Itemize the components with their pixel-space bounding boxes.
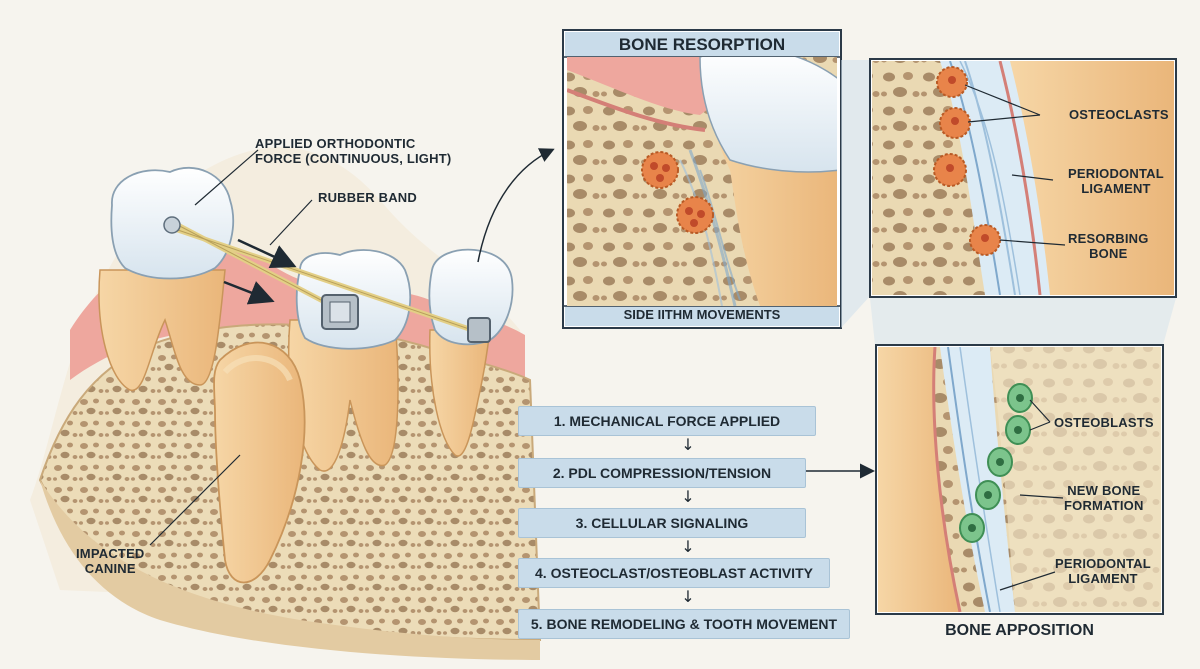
step-arrow-4: ↓ xyxy=(681,587,695,606)
apposition-panel xyxy=(870,298,1176,615)
osteoclast-detail-1 xyxy=(936,66,968,98)
label-pdl-top-line2: LIGAMENT xyxy=(1081,180,1151,196)
apposition-title: BONE APPOSITION xyxy=(945,622,1094,639)
process-step-5: 5. BONE REMODELING & TOOTH MOVEMENT xyxy=(518,609,850,639)
impacted-canine xyxy=(213,341,306,584)
step-arrow-2: ↓ xyxy=(681,487,695,506)
osteoclast-detail-3 xyxy=(933,153,967,187)
osteoblast-cell-4 xyxy=(975,480,1001,510)
leader-applied-force xyxy=(194,149,259,206)
process-step-2: 2. PDL COMPRESSION/TENSION xyxy=(518,458,806,488)
leader-impacted-canine xyxy=(149,454,241,546)
resorption-panel xyxy=(562,29,842,329)
force-arrow-1 xyxy=(237,238,297,268)
step-arrow-3: ↓ xyxy=(681,537,695,556)
leader-to-resorption xyxy=(477,148,555,263)
label-new-bone-line1: NEW BONE xyxy=(1067,483,1141,498)
label-resorbing-line2: BONE xyxy=(1089,245,1128,261)
jaw-illustration xyxy=(30,147,555,660)
label-periodontal-ligament-top: PERIODONTAL LIGAMENT xyxy=(1068,166,1164,197)
label-impacted-canine: IMPACTED CANINE xyxy=(76,546,145,577)
osteoclast-cell-2 xyxy=(676,196,714,234)
osteoblast-cell-2 xyxy=(1005,415,1031,445)
force-arrow-2 xyxy=(223,280,275,305)
molar-attachment xyxy=(163,216,181,234)
label-applied-force-line1: APPLIED ORTHODONTIC xyxy=(255,136,416,151)
label-impacted-line1: IMPACTED xyxy=(76,546,145,561)
resorption-detail-panel xyxy=(841,58,1177,328)
label-resorbing-line1: RESORBING xyxy=(1068,231,1149,246)
label-osteoclasts: OSTEOCLASTS xyxy=(1069,107,1169,122)
front-tooth-root xyxy=(429,329,491,457)
osteoclast-detail-4 xyxy=(969,224,1001,256)
osteoclast-cell-1 xyxy=(641,151,679,189)
label-new-bone-formation: NEW BONE FORMATION xyxy=(1064,483,1144,514)
process-step-1: 1. MECHANICAL FORCE APPLIED xyxy=(518,406,816,436)
osteoblast-cell-3 xyxy=(987,447,1013,477)
resorption-title: BONE RESORPTION xyxy=(618,35,786,54)
step-arrow-1: ↓ xyxy=(681,435,695,454)
label-rubber-band: RUBBER BAND xyxy=(318,190,417,205)
leader-rubber-band xyxy=(269,199,313,246)
bracket-front xyxy=(467,317,491,343)
osteoblast-cell-5 xyxy=(959,513,985,543)
label-osteoblasts: OSTEOBLASTS xyxy=(1054,415,1154,430)
process-step-3: 3. CELLULAR SIGNALING xyxy=(518,508,806,538)
label-pdl-top-line1: PERIODONTAL xyxy=(1068,166,1164,181)
label-impacted-line2: CANINE xyxy=(84,560,136,576)
osteoclast-detail-2 xyxy=(939,107,971,139)
label-applied-force: APPLIED ORTHODONTIC FORCE (CONTINUOUS, L… xyxy=(255,136,452,167)
label-pdl-bottom-line2: LIGAMENT xyxy=(1068,570,1138,586)
label-applied-force-line2: FORCE (CONTINUOUS, LIGHT) xyxy=(255,150,452,166)
molar-root xyxy=(98,269,226,391)
label-periodontal-ligament-bottom: PERIODONTAL LIGAMENT xyxy=(1055,556,1151,587)
osteoblast-cell-1 xyxy=(1007,383,1033,413)
process-step-4: 4. OSTEOCLAST/OSTEOBLAST ACTIVITY xyxy=(518,558,830,588)
resorption-caption: SIDE IITHM MOVEMENTS xyxy=(623,307,781,322)
label-pdl-bottom-line1: PERIODONTAL xyxy=(1055,556,1151,571)
label-new-bone-line2: FORMATION xyxy=(1064,497,1144,513)
label-resorbing-bone: RESORBING BONE xyxy=(1068,231,1149,262)
